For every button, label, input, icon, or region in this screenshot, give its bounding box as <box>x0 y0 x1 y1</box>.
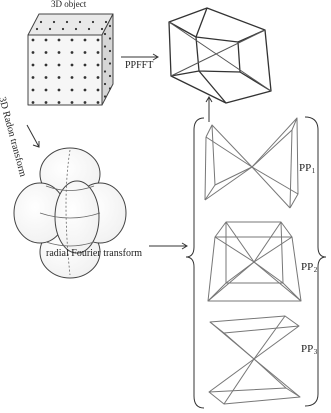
wire-inner-square <box>195 36 241 73</box>
pp1-base: PP <box>299 162 312 174</box>
pp3-sub: 3 <box>313 348 318 356</box>
radial-label: radial Fourier transform <box>46 248 143 259</box>
grid-dot <box>96 51 100 54</box>
pp3-label: PP3 <box>301 343 318 356</box>
grid-dot <box>70 38 74 42</box>
wire-diagonal <box>170 29 266 77</box>
up-arrow <box>205 96 213 122</box>
grid-dot <box>108 37 112 40</box>
grid-dot <box>78 20 82 24</box>
grid-dot <box>31 63 35 67</box>
object-cube <box>27 13 114 106</box>
pp2-pyramid <box>207 221 302 302</box>
cube-top-face <box>27 13 114 36</box>
grid-dot <box>57 88 61 92</box>
grid-dot <box>103 57 107 61</box>
grid-dot <box>103 32 107 36</box>
grid-dot <box>87 27 91 31</box>
grid-dot <box>70 76 74 79</box>
wire-diagonal <box>168 21 272 92</box>
grid-dot <box>83 38 87 42</box>
pp2-base: PP <box>301 261 314 273</box>
grid-dot <box>52 20 56 24</box>
grid-dot <box>44 38 48 42</box>
left-brace <box>185 117 205 409</box>
grid-dot <box>70 88 74 92</box>
grid-dot <box>96 38 100 42</box>
grid-dots <box>31 20 112 104</box>
grid-dot <box>57 76 61 79</box>
grid-dot <box>31 88 35 92</box>
grid-dot <box>65 20 69 24</box>
grid-dot <box>83 63 87 67</box>
grid-dot <box>35 27 39 31</box>
grid-dot <box>108 24 112 28</box>
pp3-pyramid <box>208 315 301 405</box>
grid-dot <box>103 95 107 98</box>
grid-dot <box>44 63 48 67</box>
grid-dot <box>83 88 87 92</box>
grid-dot <box>44 76 48 79</box>
grid-dot <box>57 101 61 104</box>
grid-dot <box>103 82 107 86</box>
ppfft-label: PPFFT <box>125 60 154 71</box>
grid-dot <box>61 27 65 31</box>
grid-dot <box>70 63 74 67</box>
grid-dot <box>83 51 87 54</box>
grid-dot <box>108 74 112 78</box>
cube-front-face <box>27 34 103 106</box>
pp2-label: PP2 <box>301 261 318 274</box>
radial-arrow <box>149 242 188 250</box>
grid-dot <box>104 20 108 24</box>
radon-arrow <box>26 124 40 148</box>
grid-dot <box>44 101 48 104</box>
grid-dot <box>100 27 104 31</box>
grid-dot <box>96 63 100 67</box>
pp1-sub: 1 <box>311 167 316 175</box>
grid-dot <box>31 76 35 79</box>
grid-dot <box>31 51 35 54</box>
grid-dot <box>70 101 74 104</box>
grid-dot <box>96 76 100 79</box>
grid-dot <box>57 51 61 54</box>
grid-dot <box>31 101 35 104</box>
grid-dot <box>103 45 107 48</box>
pp3-base: PP <box>301 343 314 355</box>
grid-dot <box>44 88 48 92</box>
grid-dot <box>39 20 43 24</box>
pp1-label: PP1 <box>299 162 316 175</box>
grid-dot <box>44 51 48 54</box>
grid-dot <box>108 62 112 65</box>
grid-dot <box>48 27 52 31</box>
grid-dot <box>103 70 107 73</box>
grid-dot <box>83 76 87 79</box>
right-brace <box>304 116 327 407</box>
grid-dot <box>91 20 95 24</box>
grid-dot <box>31 38 35 42</box>
pp1-pyramid <box>204 117 299 209</box>
grid-dot <box>96 88 100 92</box>
object-label: 3D object <box>51 0 87 9</box>
grid-dot <box>70 51 74 54</box>
grid-dot <box>108 49 112 53</box>
grid-dot <box>108 87 112 90</box>
grid-dot <box>74 27 78 31</box>
ppfft-arrow <box>121 53 159 61</box>
radon-lobes <box>13 147 127 279</box>
grid-dot <box>96 101 100 104</box>
grid-dot <box>57 38 61 42</box>
result-wireframe-cube <box>168 7 272 104</box>
pp2-sub: 2 <box>313 266 318 274</box>
grid-dot <box>57 63 61 67</box>
wire-outer-hexagon <box>168 7 272 104</box>
grid-dot <box>83 101 87 104</box>
